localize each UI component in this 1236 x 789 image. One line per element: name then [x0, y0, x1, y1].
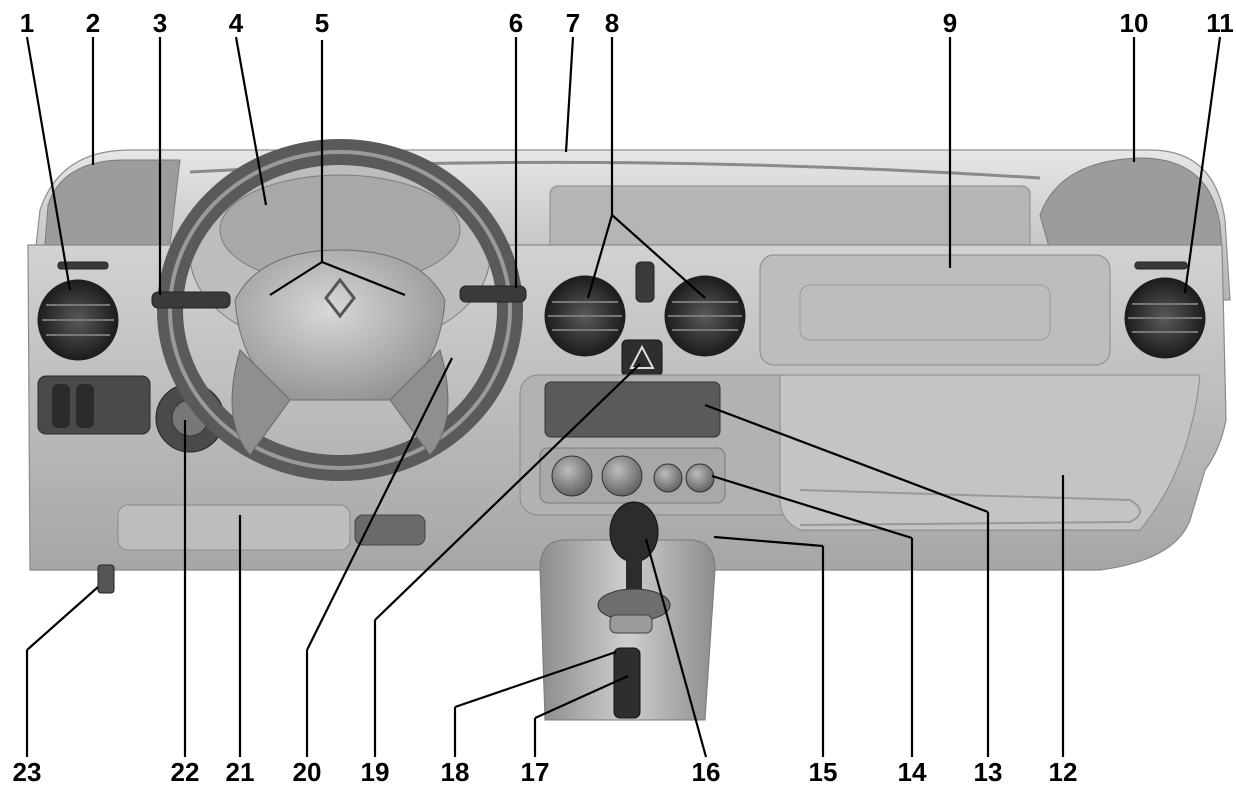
callout-label-10: 10: [1120, 8, 1149, 38]
callout-label-8: 8: [605, 8, 619, 38]
renault-logo-icon: [324, 277, 356, 319]
glovebox-upper: [759, 254, 1111, 366]
callout-label-12: 12: [1049, 757, 1078, 787]
callout-label-11: 11: [1206, 8, 1234, 38]
right-stalk: [459, 285, 527, 303]
callout-label-21: 21: [226, 757, 255, 787]
callout-label-13: 13: [974, 757, 1003, 787]
callout-label-17: 17: [521, 757, 550, 787]
callout-label-19: 19: [361, 757, 390, 787]
callout-label-23: 23: [13, 757, 42, 787]
left-demister-slot: [57, 261, 109, 270]
callout-label-1: 1: [20, 8, 34, 38]
driver-storage-tray: [117, 504, 351, 551]
right-speaker-grille: [1039, 157, 1223, 251]
callout-label-3: 3: [153, 8, 167, 38]
callout-label-22: 22: [171, 757, 200, 787]
callout-label-14: 14: [898, 757, 927, 787]
left-stalk: [151, 291, 231, 309]
bonnet-release: [97, 564, 115, 594]
callout-label-4: 4: [229, 8, 244, 38]
callout-label-6: 6: [509, 8, 523, 38]
callout-label-16: 16: [692, 757, 721, 787]
callout-label-2: 2: [86, 8, 100, 38]
callout-label-7: 7: [566, 8, 580, 38]
headlight-adjuster: [635, 261, 655, 303]
right-demister-slot: [1134, 261, 1188, 270]
callout-label-20: 20: [293, 757, 322, 787]
callout-label-9: 9: [943, 8, 957, 38]
callout-label-15: 15: [809, 757, 838, 787]
callout-label-18: 18: [441, 757, 470, 787]
leader-lines: [25, 36, 1222, 758]
callout-label-5: 5: [315, 8, 329, 38]
passenger-storage-shelf: [779, 374, 1201, 531]
handbrake-lever: [609, 614, 653, 634]
